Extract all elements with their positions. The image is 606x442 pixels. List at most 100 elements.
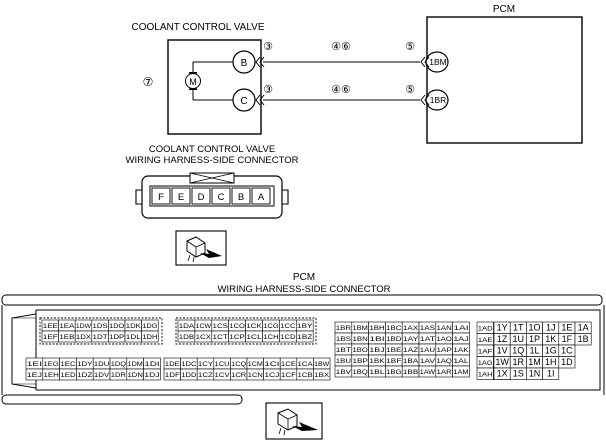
pcm-pin-label: 1F [562, 334, 573, 344]
pcm-pin-label: 1DI [144, 361, 160, 368]
pcm-pin-label: 1AH [478, 371, 493, 378]
pcm-pin-label: 1AG [478, 360, 493, 367]
pcm-pin-label: 1AQ [437, 358, 453, 365]
pcm-pin-label: 1D [561, 357, 573, 367]
pcm-pin [452, 365, 470, 378]
pcm-pin-label: 1H [545, 357, 557, 367]
pcm-pin-label: 1DZ [77, 372, 93, 379]
pcm-pin [558, 356, 576, 369]
pcm-pin-label: 1BH [369, 325, 384, 332]
valve-title: COOLANT CONTROL VALVE [132, 22, 265, 33]
wire-bottom-callout-mid: ④⑥ [331, 84, 351, 96]
pcm-pin-label: 1AO [437, 336, 453, 343]
pcm-pin-label: 1BP [353, 358, 368, 365]
pcm-pin-label: 1DC [181, 361, 197, 368]
pcm-pin-label: 1CJ [264, 372, 279, 379]
pcm-pin-label: 1EI [27, 361, 43, 368]
pcm-pin-label: 1BV [336, 369, 352, 376]
pcm-pin-label: 1DJ [144, 372, 159, 379]
pcm-pin-label: 1AF [478, 348, 493, 355]
pcm-pin [574, 333, 592, 346]
pcm-pin-label: 1BQ [353, 369, 369, 376]
pcm-pin-label: 1CH [263, 334, 278, 341]
pcm-pin-label: 1M [528, 357, 541, 367]
pcm-pin-label: 1AX [403, 325, 418, 332]
valve-connector-title-1: COOLANT CONTROL VALVE [149, 144, 275, 155]
pcm-pin-1bm [425, 51, 449, 73]
pcm-pin-label: 1CP [229, 334, 244, 341]
pcm-pin-label: 1DB [179, 334, 194, 341]
pcm-pin-label: 1C [561, 345, 573, 355]
valve-connector-pin-e [171, 187, 191, 205]
pcm-pin-label: 1BS [336, 336, 351, 343]
pcm-pin-label: 1BO [353, 347, 369, 354]
pcm-pin-1br [425, 89, 449, 111]
pcm-pin-label: 1I [547, 368, 555, 378]
pcm-pin-label: 1DD [181, 372, 197, 379]
pcm-pin-label: 1DM [128, 361, 143, 368]
pcm-pin [143, 368, 161, 381]
pcm-pin-label: 1CV [215, 372, 231, 379]
pcm-pin-label: 1DH [142, 334, 157, 341]
pcm-pin-label: 1BK [369, 358, 385, 365]
pcm-pin [295, 330, 314, 343]
pcm-pin-label: 1BW [314, 361, 329, 368]
pcm-pin-label: 1EC [60, 361, 76, 368]
pcm-pin-label: 1W [495, 357, 509, 367]
pcm-pin-label: 1CE [281, 361, 296, 368]
pcm-pin-group-frame [39, 317, 163, 345]
pcm-pin-label: 1DG [142, 323, 157, 330]
pcm-pin-label: 1B [578, 334, 589, 344]
pcm-connector-body [1, 294, 605, 405]
valve-connector-pin-label: F [158, 192, 164, 203]
valve-connector-pin-c [211, 187, 231, 205]
pcm-pin-label: 1CM [248, 361, 263, 368]
wire-bottom [255, 94, 430, 106]
pcm-pin-label: 1AZ [403, 347, 419, 354]
pcm-pin-label: 1L [529, 345, 539, 355]
pcm-pin-label: 1DR [111, 372, 127, 379]
valve-connector-pin-label: C [218, 192, 225, 203]
pcm-pin-label: 1DK [126, 323, 142, 330]
motor-icon [185, 61, 233, 101]
pcm-pin-label: 1AR [437, 369, 453, 376]
pcm-pin-label: 1EB [59, 334, 74, 341]
valve-pin-c-label: C [240, 96, 247, 107]
pcm-pin-label: 1CK [246, 323, 263, 330]
valve-connector-pin-label: E [178, 192, 184, 203]
pcm-pin-label: 1BC [386, 325, 402, 332]
pcm-pin-label: 1AY [403, 336, 418, 343]
pcm-pin-label: 1ED [60, 372, 76, 379]
pcm-pin-label: 1BI [369, 336, 385, 343]
pcm-pin-label: 1CN [248, 372, 263, 379]
pcm-pin-label: 1AS [420, 325, 435, 332]
pcm-pin-label: 1EH [44, 372, 59, 379]
pcm-pin-label: 1EE [43, 323, 58, 330]
pcm-pin-label: 1CB [298, 372, 313, 379]
pcm-pin-label: 1EG [44, 361, 60, 368]
pcm-pin-label: 1CF [281, 372, 296, 379]
pcm-pin [313, 368, 331, 381]
valve-connector-pin-a [251, 187, 271, 205]
wire-bottom-callout-left: ③ [263, 84, 273, 96]
pcm-pin-label: 1AP [437, 347, 452, 354]
valve-connector-pin-label: D [198, 192, 205, 203]
pcm-pin [542, 367, 560, 380]
pcm-pin-label: 1CG [263, 323, 279, 330]
pcm-pin-label: 1BU [336, 358, 351, 365]
pcm-pin-label: 1BX [314, 372, 329, 379]
pcm-pin-label: 1A [578, 322, 589, 332]
pcm-pin-label: 1AI [453, 325, 469, 332]
pcm-pin-label: 1DY [77, 361, 92, 368]
pcm-pin-label: 1BZ [297, 334, 313, 341]
pcm-pin-label: 1AD [478, 325, 494, 332]
pcm-pin-label: 1BF [386, 358, 402, 365]
pcm-pin-label: 1Q [512, 345, 524, 355]
pcm-pin-label: 1CR [231, 372, 247, 379]
pcm-pin-label: 1AK [453, 347, 469, 354]
wire-top-callout-mid: ④⑥ [331, 41, 351, 53]
pcm-connector-title-2: WIRING HARNESS-SIDE CONNECTOR [218, 284, 391, 295]
pcm-pin-label: 1AU [420, 347, 435, 354]
